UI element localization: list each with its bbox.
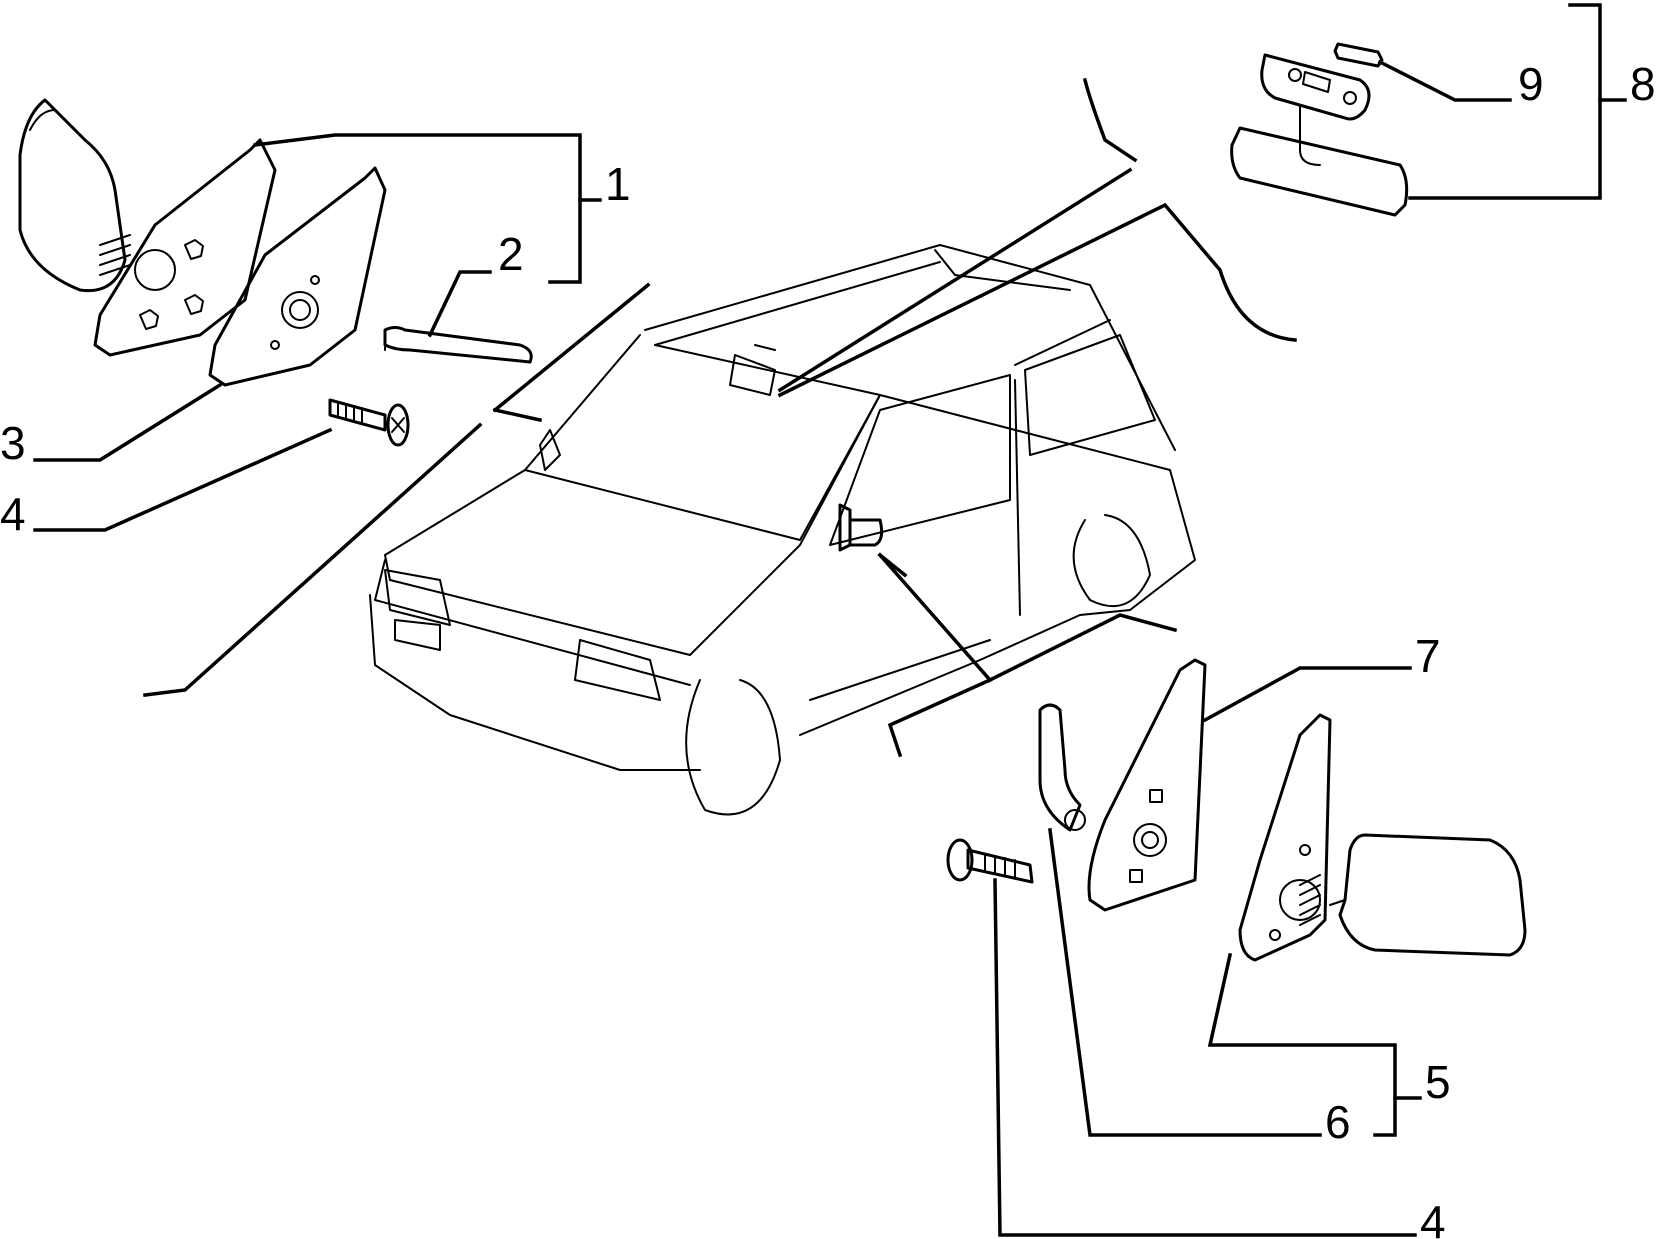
callout-6: 6 [1325,1096,1351,1148]
callout-5: 5 [1425,1056,1451,1108]
callout-4-bottom: 4 [1420,1196,1446,1239]
callout-3: 3 [0,417,26,469]
callout-8: 8 [1630,58,1656,110]
leader-lines [33,3,1627,1237]
callout-9: 9 [1518,58,1544,110]
vehicle-outline [369,244,1196,816]
callout-2: 2 [498,228,524,280]
callout-1: 1 [605,158,631,210]
callout-4-top: 4 [0,488,26,540]
callout-7: 7 [1415,630,1441,682]
exterior-mirror-left [18,98,533,447]
callout-labels: 1 2 3 4 9 8 7 5 6 4 [0,58,1656,1239]
car-interior-mirror [539,344,776,471]
interior-mirror [1230,42,1409,217]
exterior-mirror-right [1038,658,1527,962]
car-door-mirror [838,503,884,552]
screw-bottom [946,838,1034,884]
